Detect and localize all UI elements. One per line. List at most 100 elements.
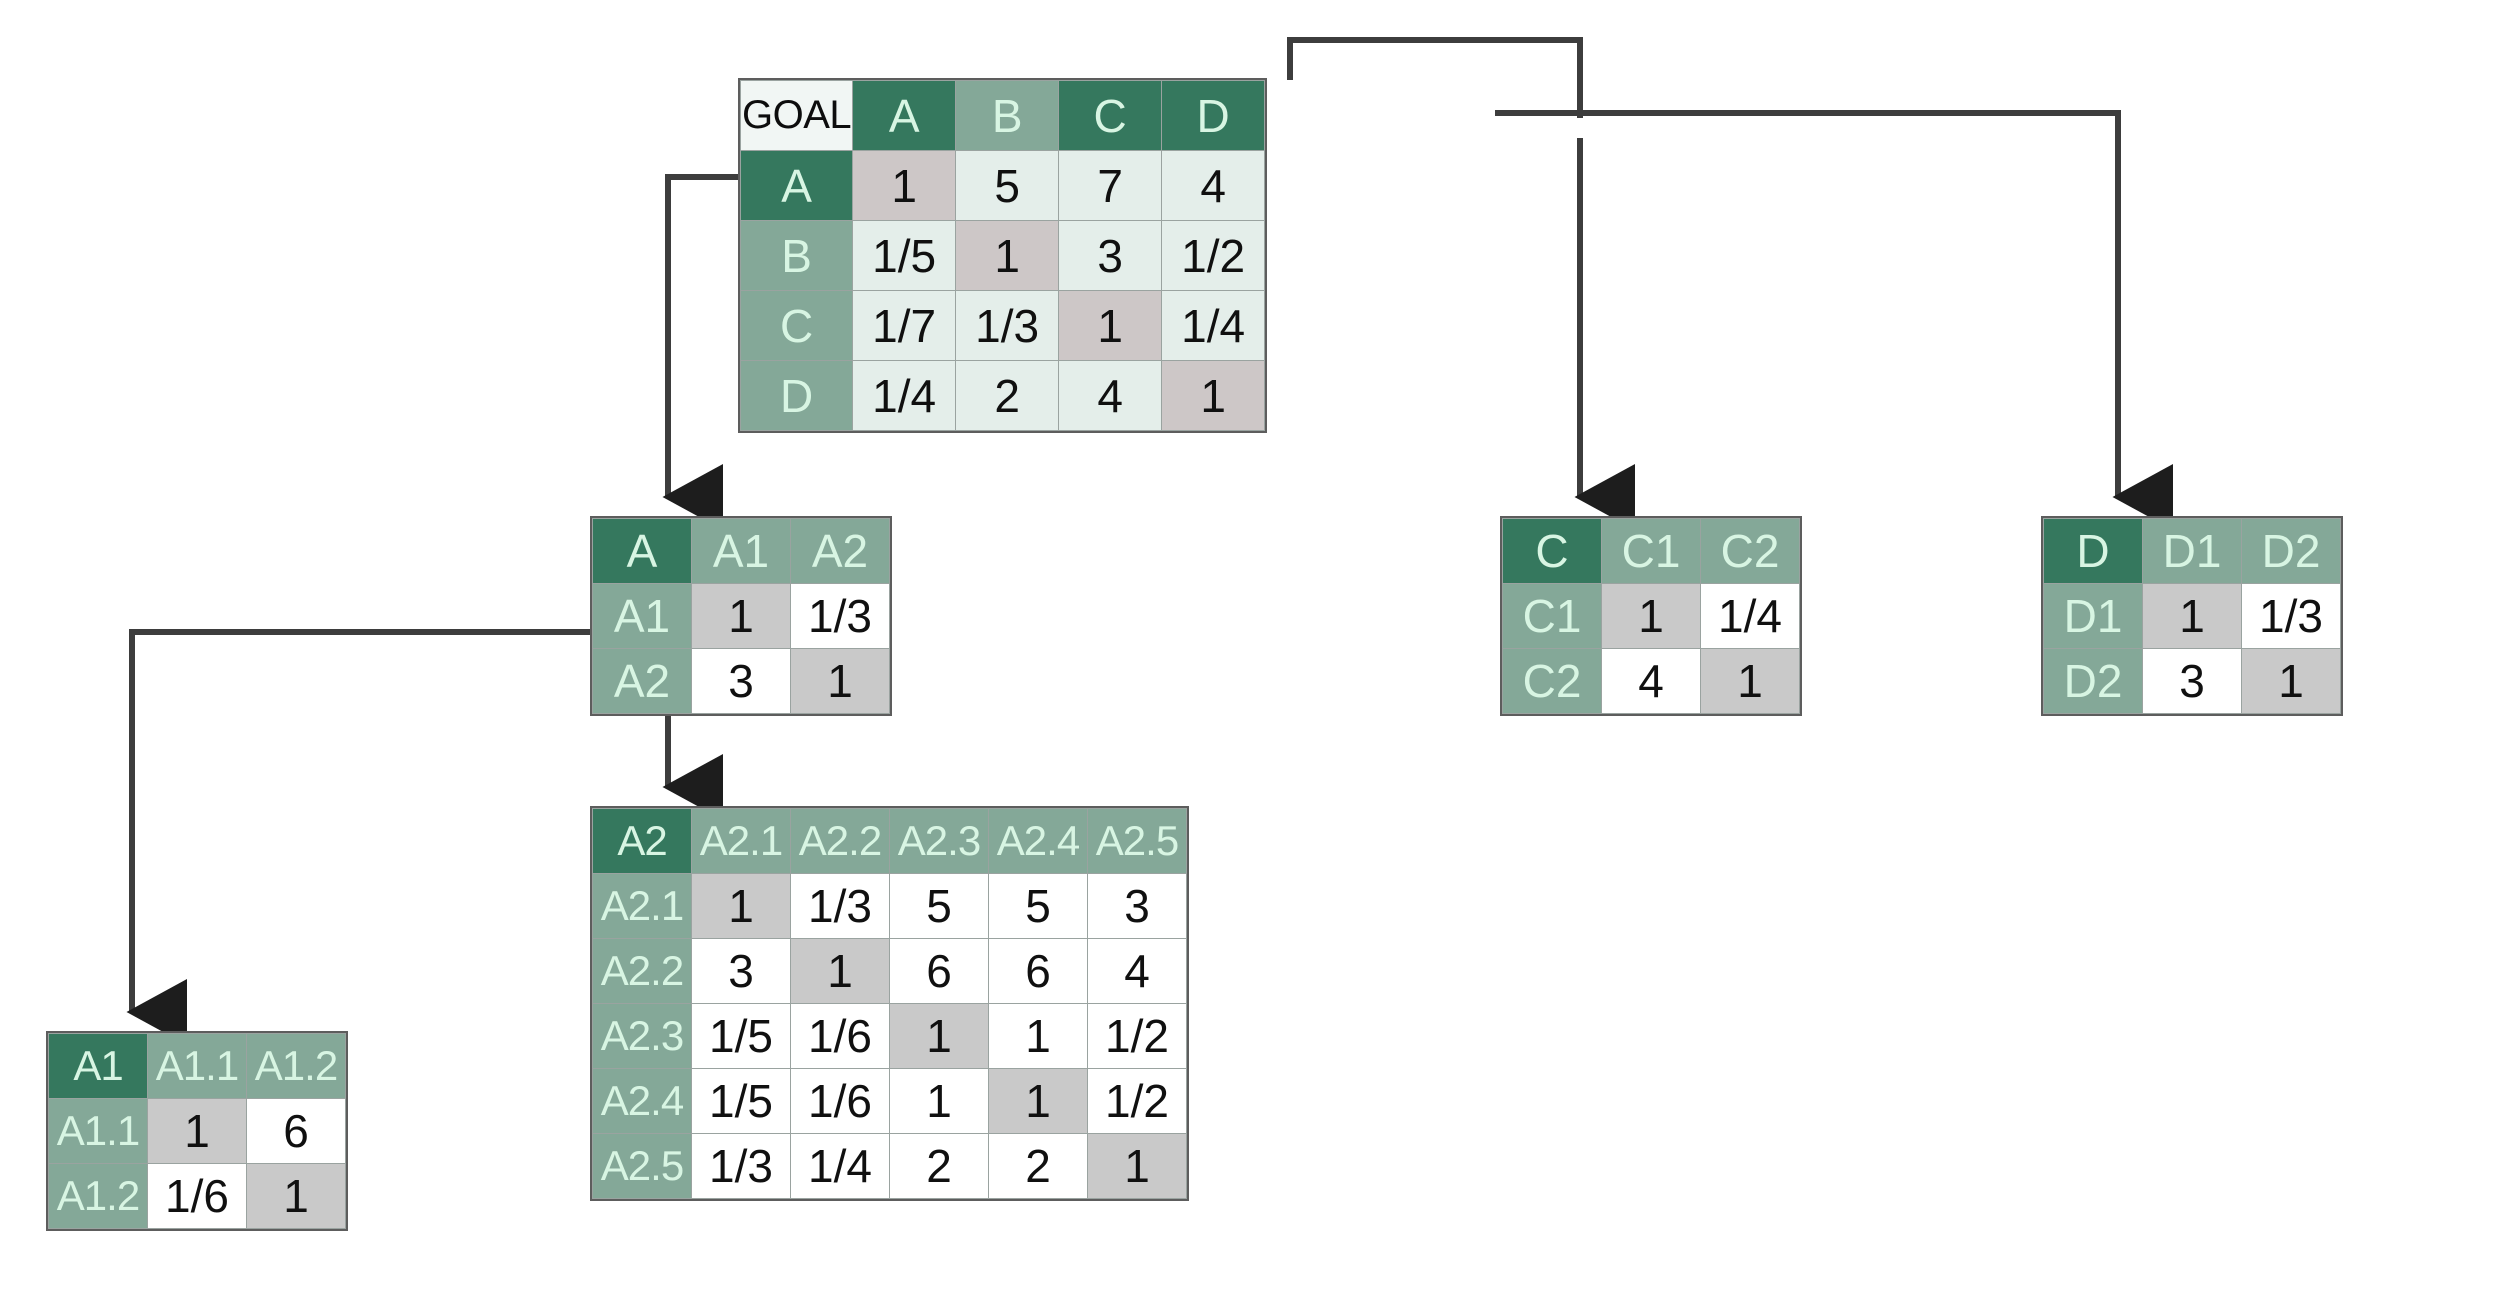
cell-a24-a25: 1/2	[1087, 1068, 1187, 1134]
table-row: A1.2 1/6 1	[48, 1163, 346, 1229]
column-header-a1: A1	[691, 518, 791, 584]
cell-a2-a2: 1	[790, 648, 890, 714]
table-row: C2 4 1	[1502, 648, 1800, 714]
cell-a24-a23: 1	[889, 1068, 989, 1134]
table-row: A2.3 1/5 1/6 1 1 1/2	[592, 1003, 1187, 1069]
column-header-a2-4: A2.4	[988, 808, 1088, 874]
column-header-d: D	[1161, 80, 1266, 151]
cell-a11-a12: 6	[246, 1098, 346, 1164]
cell-a23-a23: 1	[889, 1003, 989, 1069]
table-row: D 1/4 2 4 1	[739, 360, 1266, 431]
table-row: D2 3 1	[2043, 648, 2341, 714]
cell-c-d: 1/4	[1161, 290, 1266, 361]
cell-d-d: 1	[1161, 360, 1266, 431]
column-header-a2-2: A2.2	[790, 808, 890, 874]
cell-a22-a21: 3	[691, 938, 791, 1004]
column-header-a1-2: A1.2	[246, 1033, 346, 1099]
column-header-b: B	[955, 80, 1060, 151]
cell-d1-d1: 1	[2142, 583, 2242, 649]
cell-d2-d1: 3	[2142, 648, 2242, 714]
row-header-a: A	[739, 150, 854, 221]
cell-a25-a25: 1	[1087, 1133, 1187, 1199]
cell-a21-a21: 1	[691, 873, 791, 939]
table-row: A2.1 1 1/3 5 5 3	[592, 873, 1187, 939]
matrix-a: A A1 A2 A1 1 1/3 A2 3 1	[592, 518, 890, 714]
connector-goal-to-c	[1287, 37, 1583, 118]
cell-c2-c2: 1	[1700, 648, 1800, 714]
cell-a12-a11: 1/6	[147, 1163, 247, 1229]
cell-a21-a25: 3	[1087, 873, 1187, 939]
cell-a11-a11: 1	[147, 1098, 247, 1164]
cell-d-a: 1/4	[852, 360, 957, 431]
cell-c2-c1: 4	[1601, 648, 1701, 714]
column-header-d1: D1	[2142, 518, 2242, 584]
cell-a21-a24: 5	[988, 873, 1088, 939]
cell-a24-a21: 1/5	[691, 1068, 791, 1134]
matrix-c: C C1 C2 C1 1 1/4 C2 4 1	[1502, 518, 1800, 714]
cell-b-c: 3	[1058, 220, 1163, 291]
row-header-a1-1: A1.1	[48, 1098, 148, 1164]
cell-a22-a23: 6	[889, 938, 989, 1004]
cell-d1-d2: 1/3	[2241, 583, 2341, 649]
row-header-a1: A1	[592, 583, 692, 649]
column-header-a2-5: A2.5	[1087, 808, 1187, 874]
row-header-c1: C1	[1502, 583, 1602, 649]
cell-a25-a23: 2	[889, 1133, 989, 1199]
column-header-c2: C2	[1700, 518, 1800, 584]
matrix-corner-label: A2	[592, 808, 692, 874]
column-header-c: C	[1058, 80, 1163, 151]
table-row: A2.4 1/5 1/6 1 1 1/2	[592, 1068, 1187, 1134]
matrix-a1: A1 A1.1 A1.2 A1.1 1 6 A1.2 1/6 1	[48, 1033, 346, 1229]
table-row: A1 1 1/3	[592, 583, 890, 649]
table-row: C 1/7 1/3 1 1/4	[739, 290, 1266, 361]
column-header-a1-1: A1.1	[147, 1033, 247, 1099]
table-row: A2 3 1	[592, 648, 890, 714]
cell-a-d: 4	[1161, 150, 1266, 221]
cell-d2-d2: 1	[2241, 648, 2341, 714]
row-header-a2-5: A2.5	[592, 1133, 692, 1199]
table-row: D1 1 1/3	[2043, 583, 2341, 649]
table-row: A2.2 3 1 6 6 4	[592, 938, 1187, 1004]
cell-a22-a24: 6	[988, 938, 1088, 1004]
cell-a25-a22: 1/4	[790, 1133, 890, 1199]
table-row: A 1 5 7 4	[739, 150, 1266, 221]
cell-a21-a22: 1/3	[790, 873, 890, 939]
row-header-d1: D1	[2043, 583, 2143, 649]
table-row-header: A1 A1.1 A1.2	[48, 1033, 346, 1099]
row-header-a2-4: A2.4	[592, 1068, 692, 1134]
table-row-header: C C1 C2	[1502, 518, 1800, 584]
cell-a1-a2: 1/3	[790, 583, 890, 649]
row-header-c2: C2	[1502, 648, 1602, 714]
matrix-a2: A2 A2.1 A2.2 A2.3 A2.4 A2.5 A2.1 1 1/3 5…	[592, 808, 1187, 1199]
row-header-a2-3: A2.3	[592, 1003, 692, 1069]
cell-a22-a25: 4	[1087, 938, 1187, 1004]
row-header-a2-2: A2.2	[592, 938, 692, 1004]
cell-a2-a1: 3	[691, 648, 791, 714]
cell-a21-a23: 5	[889, 873, 989, 939]
column-header-a: A	[852, 80, 957, 151]
cell-a23-a21: 1/5	[691, 1003, 791, 1069]
cell-a23-a22: 1/6	[790, 1003, 890, 1069]
cell-c1-c1: 1	[1601, 583, 1701, 649]
cell-c-c: 1	[1058, 290, 1163, 361]
cell-a24-a24: 1	[988, 1068, 1088, 1134]
cell-d-b: 2	[955, 360, 1060, 431]
connector-a-to-a1	[126, 629, 592, 1045]
table-row-header: D D1 D2	[2043, 518, 2341, 584]
cell-c-b: 1/3	[955, 290, 1060, 361]
matrix-corner-label: A1	[48, 1033, 148, 1099]
row-header-b: B	[739, 220, 854, 291]
matrix-d: D D1 D2 D1 1 1/3 D2 3 1	[2043, 518, 2341, 714]
cell-c-a: 1/7	[852, 290, 957, 361]
table-row-header: GOAL A B C D	[739, 80, 1266, 151]
cell-a23-a24: 1	[988, 1003, 1088, 1069]
row-header-c: C	[739, 290, 854, 361]
cell-c1-c2: 1/4	[1700, 583, 1800, 649]
row-header-a1-2: A1.2	[48, 1163, 148, 1229]
row-header-d2: D2	[2043, 648, 2143, 714]
matrix-corner-label: C	[1502, 518, 1602, 584]
column-header-d2: D2	[2241, 518, 2341, 584]
table-row-header: A2 A2.1 A2.2 A2.3 A2.4 A2.5	[592, 808, 1187, 874]
cell-a1-a1: 1	[691, 583, 791, 649]
